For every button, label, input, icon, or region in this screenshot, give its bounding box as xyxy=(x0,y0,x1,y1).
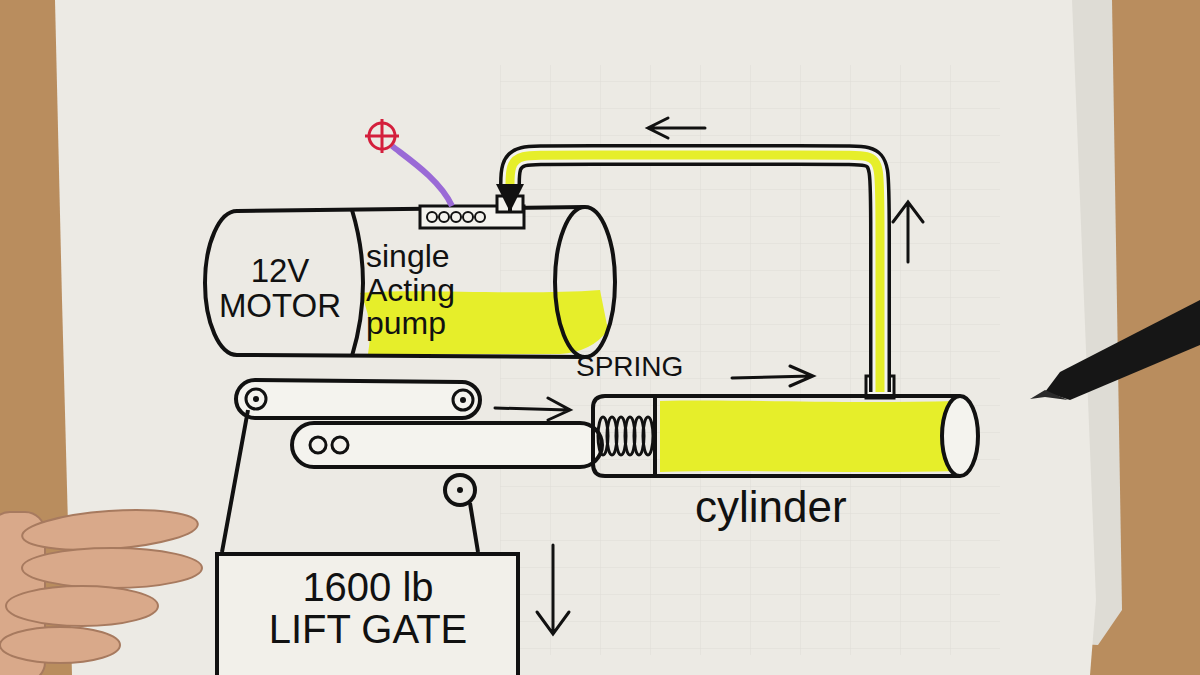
lever-arm xyxy=(236,380,480,418)
pivot-dot xyxy=(253,396,259,402)
marker-tip xyxy=(1030,390,1068,400)
pulley xyxy=(445,475,475,505)
piston-rod xyxy=(292,423,602,467)
paper-sheet xyxy=(55,0,1096,675)
pivot-pin xyxy=(453,390,473,410)
flow-arrows xyxy=(495,118,923,634)
spring-coil xyxy=(643,417,653,455)
marker-pen xyxy=(1045,300,1200,400)
hose-body xyxy=(510,155,880,392)
pulley-dot xyxy=(457,487,463,493)
positive-terminal-symbol xyxy=(365,119,399,153)
faint-grid xyxy=(500,65,1000,655)
rod-pin xyxy=(310,437,326,453)
hand xyxy=(0,505,202,675)
rod-pin xyxy=(332,437,348,453)
lift-gate-box: 1600 lb LIFT GATE xyxy=(215,552,520,675)
node-text: 1600 lb LIFT GATE xyxy=(260,566,476,650)
pump-end xyxy=(555,207,615,357)
lift-cable xyxy=(222,410,478,552)
hydraulic-cylinder: cylinder xyxy=(585,392,985,536)
arrow-head xyxy=(508,186,512,212)
motor-box: 12V MOTOR xyxy=(206,216,354,348)
pivot-pin xyxy=(246,389,266,409)
solenoid-coil xyxy=(427,212,485,222)
cylinder-body xyxy=(593,396,960,476)
node-text: single Acting pump xyxy=(366,240,516,341)
cylinder-end xyxy=(942,396,978,476)
hydraulic-hose xyxy=(510,155,880,392)
motor-end xyxy=(205,211,237,355)
purple-wire xyxy=(392,146,452,206)
node-text: cylinder xyxy=(695,484,945,530)
spring-label: SPRING xyxy=(576,352,683,381)
hose-outline xyxy=(510,155,880,392)
node-text: 12V MOTOR xyxy=(214,254,346,323)
pivot-dot xyxy=(460,397,466,403)
hose-fluid xyxy=(510,155,880,392)
motor-pump-divider xyxy=(352,210,363,356)
cylinder-fluid xyxy=(660,401,957,472)
pump-box: single Acting pump xyxy=(356,212,556,352)
